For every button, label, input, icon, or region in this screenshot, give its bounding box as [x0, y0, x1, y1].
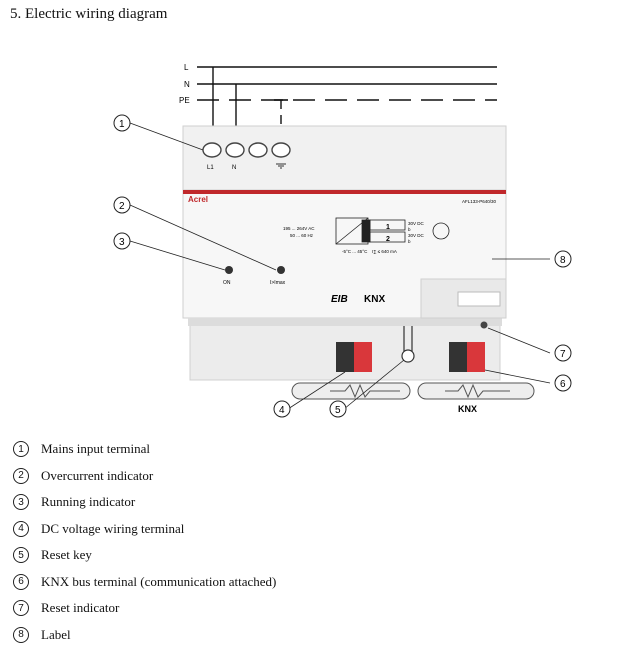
device-body: [182, 125, 507, 381]
callout-7: 7: [560, 349, 566, 360]
dc-voltage-terminal: [336, 342, 372, 372]
reset-key: [401, 326, 415, 363]
brand-logo: Acrel: [188, 195, 208, 204]
terminal-label-n: N: [232, 165, 236, 171]
legend-number: 5: [13, 547, 29, 564]
callout-6: 6: [560, 379, 566, 390]
callout-4: 4: [279, 405, 285, 416]
callout-3: 3: [119, 237, 125, 248]
legend-number: 4: [13, 520, 29, 537]
overcurrent-indicator: [277, 266, 285, 274]
spec-block-1: 1: [386, 224, 390, 231]
legend-number: 1: [13, 441, 29, 458]
knx-bus-terminal: [449, 342, 485, 372]
spec-input-freq: 50 ... 60 Hz: [290, 233, 314, 238]
callout-5: 5: [335, 405, 341, 416]
legend-item: 1 Mains input terminal: [13, 436, 276, 463]
legend-item: 8 Label: [13, 622, 276, 649]
callout-2: 2: [119, 201, 125, 212]
spec-output2-voltage: 30V DC: [408, 233, 425, 238]
circuit-block: [335, 217, 450, 245]
legend-label: Running indicator: [41, 494, 136, 510]
spec-block-2: 2: [386, 236, 390, 243]
legend-list: 1 Mains input terminal 2 Overcurrent ind…: [13, 436, 276, 648]
page-title: 5. Electric wiring diagram: [10, 6, 168, 22]
legend-number: 2: [13, 467, 29, 484]
legend-item: 2 Overcurrent indicator: [13, 463, 276, 490]
callout-8: 8: [560, 255, 566, 266]
mains-input-terminal: [202, 142, 291, 158]
ground-icon: [276, 163, 286, 169]
legend-label: Mains input terminal: [41, 441, 151, 457]
spec-temp-range: -5°C ... 45°C: [342, 249, 368, 254]
callout-leaders: [129, 122, 551, 410]
legend-label: Reset indicator: [41, 600, 120, 616]
legend-item: 7 Reset indicator: [13, 595, 276, 622]
legend-item: 6 KNX bus terminal (communication attach…: [13, 569, 276, 596]
legend-item: 5 Reset key: [13, 542, 276, 569]
reset-indicator: [480, 321, 488, 329]
legend-label: DC voltage wiring terminal: [41, 520, 185, 536]
knx-cable-label: KNX: [458, 404, 477, 414]
terminal-label-l1: L1: [207, 165, 214, 171]
spec-current: I∑ ≤ 640 mA: [372, 249, 397, 254]
legend-item: 4 DC voltage wiring terminal: [13, 516, 276, 543]
line-label-pe: PE: [179, 96, 190, 105]
cables: [291, 382, 535, 400]
knx-logo: KNX: [364, 294, 385, 305]
running-indicator: [225, 266, 233, 274]
wiring-diagram: L N PE L1 N Acrel AFL133-P640/30 195 ...…: [113, 63, 572, 418]
eib-logo: EIB: [331, 294, 348, 305]
indicator-label-ilmax: I>Imax: [270, 280, 286, 286]
callout-circles: [113, 114, 572, 418]
legend-label: KNX bus terminal (communication attached…: [41, 573, 277, 589]
legend-label: Reset key: [41, 547, 92, 563]
line-label-n: N: [184, 80, 190, 89]
spec-input-voltage: 195 ... 264V AC: [283, 226, 315, 231]
legend-number: 8: [13, 626, 29, 643]
spec-output1-voltage: 30V DC: [408, 221, 425, 226]
callout-1: 1: [119, 119, 125, 130]
indicator-label-on: ON: [223, 280, 231, 286]
legend-number: 6: [13, 573, 29, 590]
legend-label: Label: [41, 626, 71, 642]
legend-number: 3: [13, 494, 29, 511]
line-label-l: L: [184, 63, 189, 72]
spec-output2-sub: b: [408, 239, 411, 244]
legend-item: 3 Running indicator: [13, 489, 276, 516]
legend-label: Overcurrent indicator: [41, 467, 154, 483]
model-label: AFL133-P640/30: [462, 199, 497, 204]
legend-number: 7: [13, 600, 29, 617]
spec-output1-sub: b: [408, 227, 411, 232]
